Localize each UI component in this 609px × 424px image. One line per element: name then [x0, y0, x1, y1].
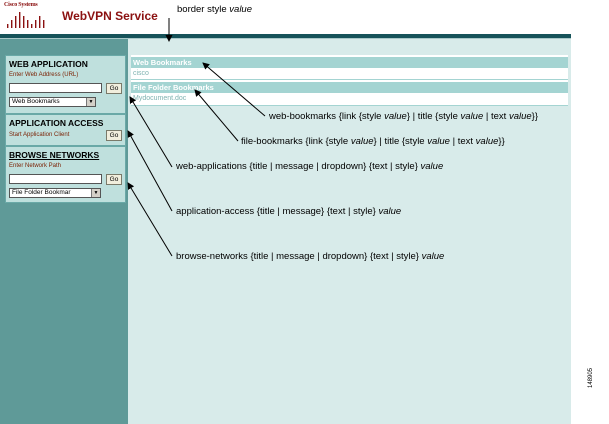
network-path-input[interactable]: [9, 174, 102, 184]
service-title: WebVPN Service: [62, 9, 158, 23]
chevron-down-icon[interactable]: ▼: [91, 189, 100, 197]
browse-networks-panel: BROWSE NETWORKS Enter Network Path Go Fi…: [5, 146, 126, 203]
file-bookmarks-divider: [131, 105, 568, 106]
cisco-bridge-icon: [7, 12, 45, 28]
web-application-message: Enter Web Address (URL): [9, 72, 79, 78]
application-access-title: APPLICATION ACCESS: [9, 118, 104, 128]
web-address-input[interactable]: [9, 83, 102, 93]
application-access-go-button[interactable]: Go: [106, 130, 122, 141]
callout-border-style: border style value: [177, 4, 252, 15]
web-bookmarks-title: Web Bookmarks: [131, 57, 568, 68]
arrow-file-bookmarks: [194, 89, 239, 142]
arrow-application-access: [127, 130, 173, 212]
callout-browse-networks: browse-networks {title | message | dropd…: [176, 251, 445, 262]
web-bookmarks-dropdown[interactable]: Web Bookmarks ▼: [9, 97, 96, 107]
web-application-title: WEB APPLICATION: [9, 59, 88, 69]
file-bookmark-link[interactable]: Mydocument.doc: [133, 95, 187, 102]
web-bookmark-link[interactable]: cisco: [133, 70, 149, 77]
border-bar-highlight: [0, 38, 571, 39]
browse-networks-go-button[interactable]: Go: [106, 174, 122, 185]
application-access-message: Start Application Client: [9, 132, 70, 138]
web-bookmarks-dropdown-value: Web Bookmarks: [12, 98, 60, 105]
web-application-panel: WEB APPLICATION Enter Web Address (URL) …: [5, 55, 126, 114]
callout-file-bookmarks: file-bookmarks {link {style value} | tit…: [241, 136, 505, 147]
arrow-web-applications: [129, 96, 173, 168]
arrow-web-bookmarks: [202, 62, 266, 117]
chevron-down-icon[interactable]: ▼: [86, 98, 95, 106]
border-bar: [0, 34, 571, 38]
cisco-logo: Cisco Systems: [4, 2, 50, 34]
arrow-browse-networks: [127, 182, 173, 257]
browse-networks-message: Enter Network Path: [9, 163, 62, 169]
callout-web-applications: web-applications {title | message | drop…: [176, 161, 444, 172]
callout-web-bookmarks: web-bookmarks {link {style value} | titl…: [269, 111, 539, 122]
file-folder-dropdown-value: File Folder Bookmar: [12, 189, 71, 196]
file-folder-bookmarks-dropdown[interactable]: File Folder Bookmar ▼: [9, 188, 101, 198]
cisco-logo-text: Cisco Systems: [4, 2, 38, 8]
file-bookmarks-title: File Folder Bookmarks: [131, 82, 568, 93]
web-application-go-button[interactable]: Go: [106, 83, 122, 94]
browse-networks-title: BROWSE NETWORKS: [9, 150, 100, 160]
figure-number: 148905: [588, 367, 594, 388]
callout-application-access: application-access {title | message} {te…: [176, 206, 402, 217]
application-access-panel: APPLICATION ACCESS Start Application Cli…: [5, 114, 126, 146]
web-bookmarks-divider: [131, 79, 568, 80]
